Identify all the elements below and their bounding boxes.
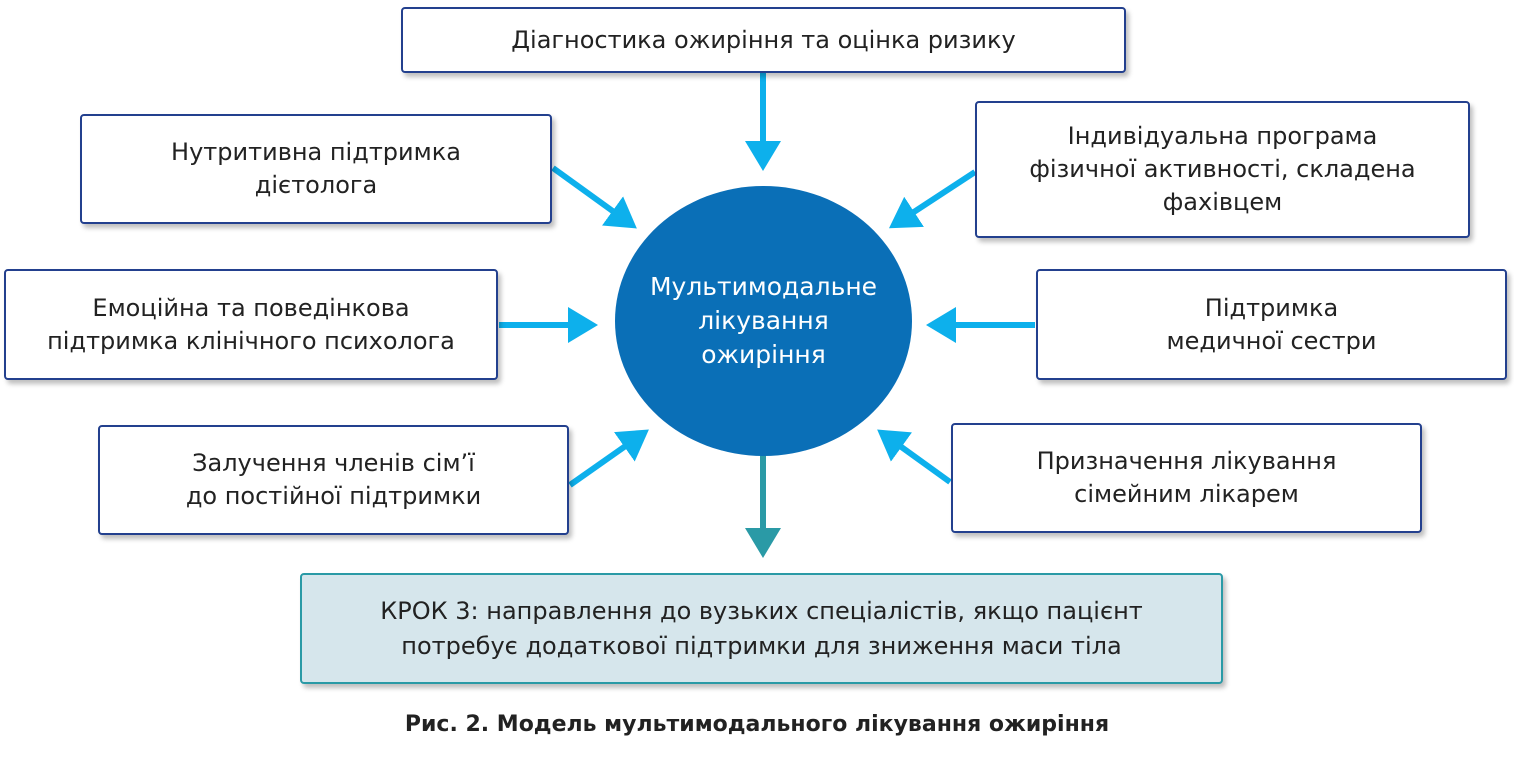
step3-line1: КРОК 3: направлення до вузьких спеціаліс…: [380, 596, 1143, 625]
step3-box: КРОК 3: направлення до вузьких спеціаліс…: [300, 573, 1223, 684]
box-label: Діагностика ожиріння та оцінка ризику: [511, 25, 1016, 54]
arrow-left3: [568, 429, 649, 488]
box-label: Залучення членів сім’ї до постійної підт…: [185, 449, 482, 510]
box-psychology: Емоційна та поведінкова підтримка клініч…: [4, 269, 498, 380]
box-label: Призначення лікування сімейним лікарем: [1036, 447, 1337, 508]
box-family: Залучення членів сім’ї до постійної підт…: [98, 425, 569, 535]
arrow-right3: [877, 429, 952, 485]
arrow-right1: [888, 169, 977, 229]
box-nurse: Підтримка медичної сестри: [1036, 269, 1507, 380]
center-label: Мультимодальне лікування ожиріння: [649, 272, 878, 369]
arrow-left1: [551, 165, 637, 229]
box-label: Емоційна та поведінкова підтримка клініч…: [47, 293, 455, 355]
figure-caption: Рис. 2. Модель мультимодального лікуванн…: [404, 712, 1110, 737]
box-label: Нутритивна підтримка дієтолога: [171, 138, 461, 199]
box-family-doctor: Призначення лікування сімейним лікарем: [951, 423, 1422, 533]
box-diagnostics: Діагностика ожиріння та оцінка ризику: [401, 7, 1126, 73]
box-physical-activity: Індивідуальна програма фізичної активнос…: [975, 101, 1470, 238]
box-label: Індивідуальна програма фізичної активнос…: [1029, 122, 1416, 216]
center-node: Мультимодальне лікування ожиріння: [615, 186, 912, 456]
box-nutrition: Нутритивна підтримка дієтолога: [80, 114, 552, 224]
step3-line2: потребує додаткової підтримки для знижен…: [401, 631, 1122, 660]
box-label: Підтримка медичної сестри: [1166, 293, 1377, 355]
